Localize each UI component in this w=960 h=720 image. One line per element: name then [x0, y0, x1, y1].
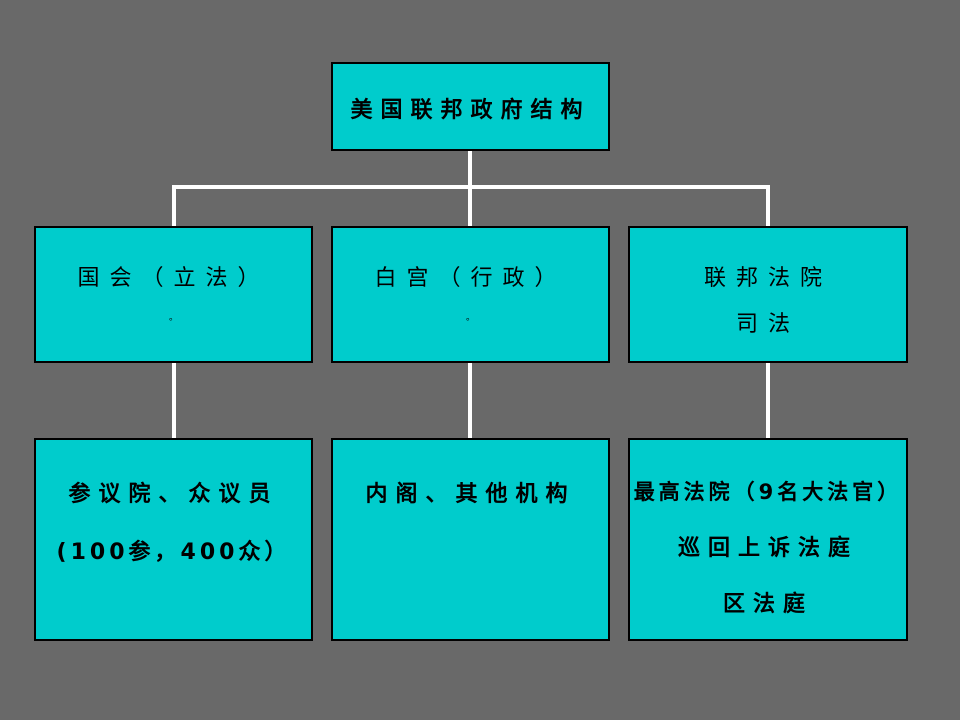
court-label-line1: 联邦法院: [703, 266, 832, 291]
connector-left-down: [172, 185, 176, 228]
connector-congress-detail: [172, 361, 176, 440]
connector-horizontal: [172, 185, 770, 189]
congress-detail-line1: 参议院、众议员: [68, 482, 279, 507]
root-title: 美国联邦政府结构: [350, 98, 591, 123]
court-detail-line2: 巡回上诉法庭: [677, 536, 858, 561]
whitehouse-mark: 。: [465, 313, 475, 323]
connector-right-down: [766, 185, 770, 228]
court-detail-line3: 区法庭: [722, 592, 813, 617]
congress-box: 国会（立法） 。: [34, 226, 313, 363]
congress-mark: 。: [168, 313, 178, 323]
whitehouse-label: 白宫（行政）: [374, 266, 567, 291]
whitehouse-box: 白宫（行政） 。: [331, 226, 610, 363]
connector-court-detail: [766, 361, 770, 440]
root-box: 美国联邦政府结构: [331, 62, 610, 151]
court-detail-line1: 最高法院（9名大法官）: [633, 480, 903, 504]
whitehouse-detail-line1: 内阁、其他机构: [365, 482, 576, 507]
court-box: 联邦法院 司法: [628, 226, 908, 363]
court-detail-box: 最高法院（9名大法官） 巡回上诉法庭 区法庭: [628, 438, 908, 641]
court-label-line2: 司法: [735, 312, 800, 337]
congress-detail-box: 参议院、众议员 (100参，400众）: [34, 438, 313, 641]
whitehouse-detail-box: 内阁、其他机构: [331, 438, 610, 641]
congress-detail-line2: (100参，400众）: [56, 540, 291, 565]
connector-whitehouse-detail: [468, 361, 472, 440]
congress-label: 国会（立法）: [77, 266, 270, 291]
